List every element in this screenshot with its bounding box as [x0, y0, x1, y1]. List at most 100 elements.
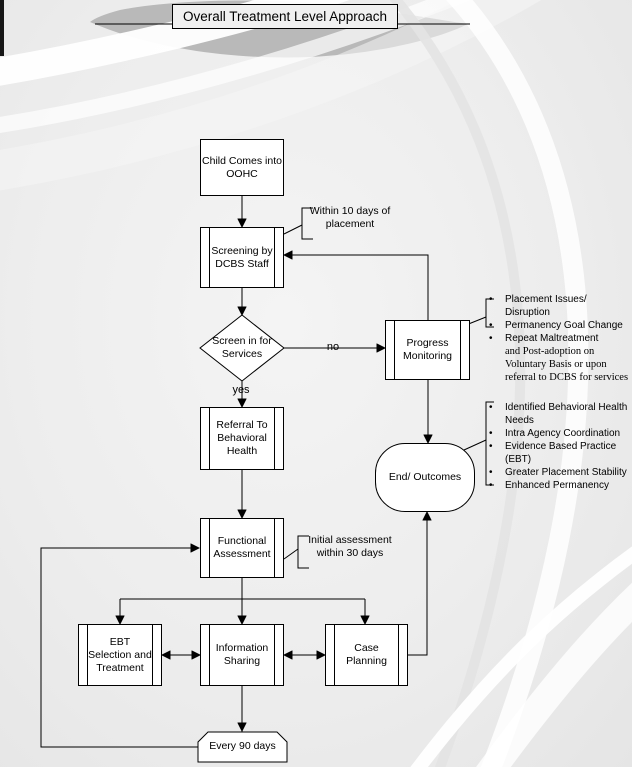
- node-text-line: EBT: [109, 635, 131, 648]
- page-edge-mark: [0, 0, 4, 56]
- list-item-text: Repeat Maltreatment: [505, 333, 599, 344]
- callout-screening-timing: Within 10 days of placement: [304, 205, 396, 231]
- edge-label-yes: yes: [232, 384, 250, 396]
- edge-progress-feedback-to-screening: [282, 250, 429, 320]
- callout-bracket-assessment: [283, 535, 309, 569]
- node-text-line: Functional: [217, 535, 267, 547]
- page-title-text: Overall Treatment Level Approach: [182, 9, 388, 24]
- node-text-line: Screening by: [211, 244, 273, 257]
- node-text-line: Health: [226, 445, 258, 457]
- list-item-text: Permanency Goal Change: [505, 320, 623, 331]
- edge-screening-to-decision: [237, 288, 247, 317]
- node-text-line: Selection and: [88, 648, 152, 661]
- node-progress-monitoring: Progress Monitoring: [385, 320, 470, 380]
- swoosh-top-left-1: [0, 0, 350, 86]
- bullet-list-outcomes: Identified Behavioral Health Needs Intra…: [484, 401, 632, 492]
- node-case-planning: Case Planning: [325, 624, 408, 686]
- callout-text-line: Initial assessment: [308, 534, 392, 546]
- node-text-line: Child Comes into: [202, 154, 282, 167]
- edge-every90-loop-to-functional: [40, 543, 201, 748]
- page-title: Overall Treatment Level Approach: [172, 4, 398, 29]
- node-every-90-days-label: Every 90 days: [198, 740, 287, 753]
- node-text-line: Services: [221, 348, 263, 360]
- edge-decision-yes-to-referral: [237, 381, 247, 409]
- list-item: and Post-adoption on: [484, 345, 632, 358]
- node-ebt-selection-treatment: EBT Selection and Treatment: [78, 624, 162, 686]
- list-item: Voluntary Basis or upon: [484, 358, 632, 371]
- node-text-line: Progress: [406, 337, 449, 349]
- node-text-line: Case: [354, 642, 379, 654]
- callout-text-line: within 30 days: [316, 547, 384, 559]
- node-text-line: Screen in for: [212, 335, 272, 347]
- list-item: Needs: [484, 414, 632, 427]
- edge-decision-no-to-progress: [284, 343, 387, 353]
- edge-ebt-info-bidirectional: [160, 650, 202, 660]
- list-item: Intra Agency Coordination: [484, 427, 632, 440]
- node-text-line: Every 90 days: [209, 740, 276, 752]
- node-text-line: Assessment: [213, 548, 271, 560]
- list-item: Evidence Based Practice: [484, 440, 632, 453]
- edge-label-no: no: [326, 341, 340, 353]
- list-item-text: Intra Agency Coordination: [505, 428, 621, 439]
- node-functional-assessment: Functional Assessment: [200, 518, 284, 578]
- edge-case-to-end-outcomes: [408, 510, 432, 656]
- list-item: Enhanced Permanency: [484, 479, 632, 492]
- edge-progress-to-end-outcomes: [423, 380, 433, 445]
- node-text-line: Information: [215, 642, 269, 654]
- node-text-line: Behavioral: [217, 432, 267, 444]
- swoosh-right-arc-white: [446, 0, 589, 767]
- bullet-list-progress-triggers: Placement Issues/ Disruption Permanency …: [484, 293, 632, 384]
- bullet-dot: [484, 440, 505, 453]
- list-item-text: and Post-adoption on: [505, 346, 595, 357]
- edge-info-to-every90: [237, 686, 247, 733]
- edge-info-case-bidirectional: [282, 650, 327, 660]
- callout-assessment-timing: Initial assessment within 30 days: [304, 534, 396, 560]
- node-text-line: DCBS Staff: [215, 257, 269, 270]
- node-text-line: End/ Outcomes: [388, 471, 462, 483]
- list-item-text: Voluntary Basis or upon: [505, 359, 607, 370]
- bullet-dot: [484, 293, 505, 319]
- list-item: referral to DCBS for services: [484, 371, 632, 384]
- node-end-outcomes: End/ Outcomes: [375, 443, 475, 512]
- node-text-line: Treatment: [96, 661, 144, 674]
- callout-bracket-screening: [283, 207, 313, 240]
- list-item-text: referral to DCBS for services: [505, 372, 629, 383]
- edge-referral-to-functional: [237, 470, 247, 520]
- node-text-line: Monitoring: [402, 350, 453, 362]
- callout-text-line: Within 10 days of: [309, 205, 391, 217]
- swoosh-bottom-right-2: [476, 582, 632, 767]
- node-text-line: Planning: [346, 655, 387, 667]
- swoosh-right-arc-gray: [389, 0, 526, 767]
- edge-child-to-screening: [237, 196, 247, 229]
- node-text-line: Referral To: [216, 419, 268, 431]
- bullet-dot: [484, 332, 505, 345]
- list-item-text: Placement Issues/ Disruption: [504, 294, 587, 318]
- callout-text-line: placement: [325, 218, 375, 230]
- list-item-text: Greater Placement Stability: [505, 467, 627, 478]
- list-item: (EBT): [484, 453, 632, 466]
- list-item: Greater Placement Stability: [484, 466, 632, 479]
- bullet-dot: [484, 319, 505, 332]
- node-decision-screen-in-label: Screen in for Services: [200, 335, 284, 361]
- node-referral-behavioral-health: Referral To Behavioral Health: [200, 407, 284, 470]
- bullet-dot: [484, 466, 505, 479]
- node-text-line: OOHC: [226, 167, 258, 180]
- list-item-text: Needs: [505, 415, 534, 426]
- edge-functional-branch: [115, 578, 370, 626]
- list-item-text: Evidence Based Practice: [505, 441, 617, 452]
- list-item-text: Enhanced Permanency: [505, 480, 609, 491]
- bullet-dot: [484, 401, 505, 414]
- bullet-dot: [484, 427, 505, 440]
- list-item: Repeat Maltreatment: [484, 332, 632, 345]
- list-item-text: (EBT): [505, 454, 532, 465]
- list-item: Identified Behavioral Health: [484, 401, 632, 414]
- node-information-sharing: Information Sharing: [200, 624, 284, 686]
- swoosh-top-left-3: [0, 0, 542, 191]
- list-item-text: Identified Behavioral Health: [505, 402, 628, 413]
- bullet-dot: [484, 479, 505, 492]
- node-text-line: Sharing: [223, 655, 261, 667]
- node-child-comes-into-oohc: Child Comes into OOHC: [200, 139, 284, 196]
